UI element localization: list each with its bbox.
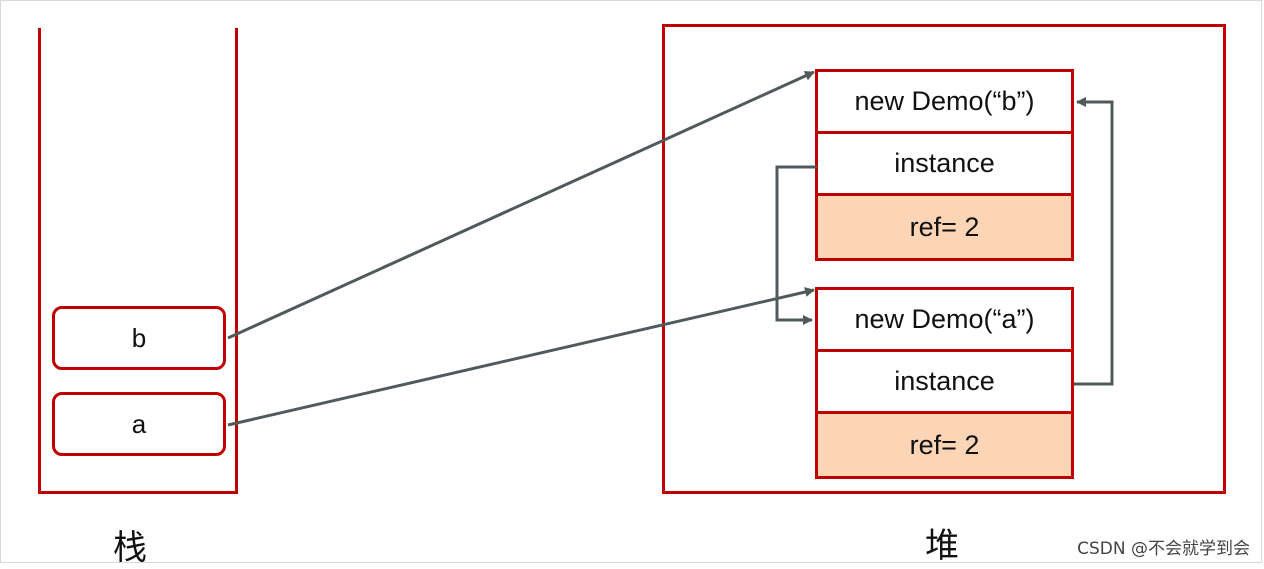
stack-bottom-wall: [38, 491, 238, 494]
object-instance-field: instance: [818, 352, 1071, 414]
heap-label: 堆: [925, 526, 959, 566]
arrow-a-to-demo-a: [227, 287, 815, 427]
stack-label: 栈: [113, 528, 147, 568]
watermark: CSDN @不会就学到会: [1077, 539, 1250, 559]
object-ref-count: ref= 2: [818, 196, 1071, 258]
object-title: new Demo(“b”): [818, 72, 1071, 134]
arrow-b-to-demo-b: [227, 70, 815, 340]
stack-var-label: a: [131, 408, 147, 439]
object-ref-count: ref= 2: [818, 414, 1071, 476]
heap-object-b: new Demo(“b”) instance ref= 2: [815, 69, 1074, 261]
stack-right-wall: [235, 28, 238, 494]
object-title: new Demo(“a”): [818, 290, 1071, 352]
stack-var-label: b: [131, 322, 147, 353]
stack-left-wall: [38, 28, 41, 494]
stack-var-b: b: [52, 306, 226, 370]
heap-object-a: new Demo(“a”) instance ref= 2: [815, 287, 1074, 479]
arrow-a-instance-to-demo-b: [1074, 97, 1114, 386]
arrow-b-instance-to-demo-a: [775, 165, 817, 325]
object-instance-field: instance: [818, 134, 1071, 196]
heap-region: [662, 24, 1226, 494]
stack-var-a: a: [52, 392, 226, 456]
